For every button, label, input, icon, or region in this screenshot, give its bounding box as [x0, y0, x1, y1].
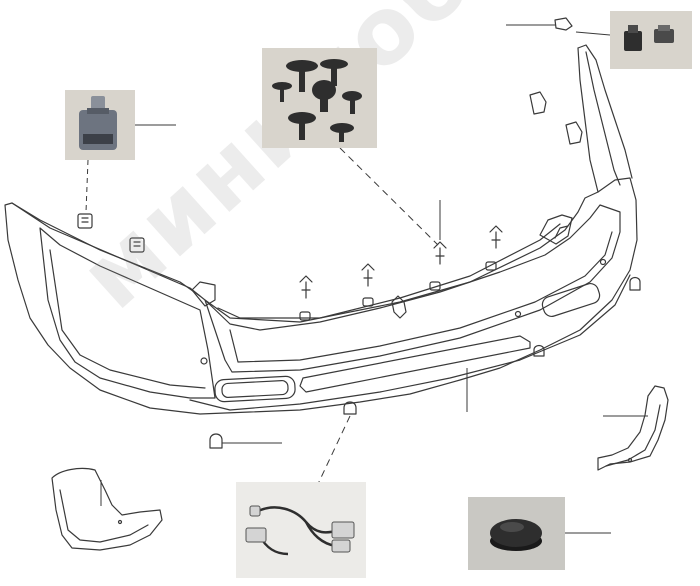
right-mount-block	[539, 214, 573, 245]
right-upper-wing	[577, 44, 633, 193]
mudflap-left	[51, 467, 163, 551]
leader-fasteners-dashed	[339, 147, 439, 246]
left-side-panel	[39, 227, 216, 399]
top-mount-tabs	[299, 261, 497, 321]
sensor-caps	[209, 276, 641, 449]
leader-nut-photo	[575, 31, 611, 36]
center-slot	[299, 335, 531, 393]
side-clips-right	[529, 17, 583, 145]
photo-fasteners	[262, 48, 377, 148]
bumper-outer-outline	[4, 177, 638, 415]
center-recess	[204, 204, 621, 373]
center-hook	[391, 295, 407, 319]
leader-clip-dashed	[85, 159, 89, 213]
push-pins	[299, 225, 503, 299]
mudflap-right	[597, 385, 669, 471]
side-clips-left	[77, 213, 145, 253]
reflector-right	[541, 283, 601, 317]
photo-clip	[65, 90, 135, 160]
photo-plug	[468, 497, 565, 570]
left-bracket	[191, 281, 216, 307]
photo-harness	[236, 482, 366, 578]
sensor-holes	[200, 258, 607, 365]
leader-harness-dashed	[317, 415, 351, 485]
lower-valance	[189, 274, 631, 411]
photo-nut	[610, 11, 692, 69]
reflector-left	[214, 375, 296, 403]
